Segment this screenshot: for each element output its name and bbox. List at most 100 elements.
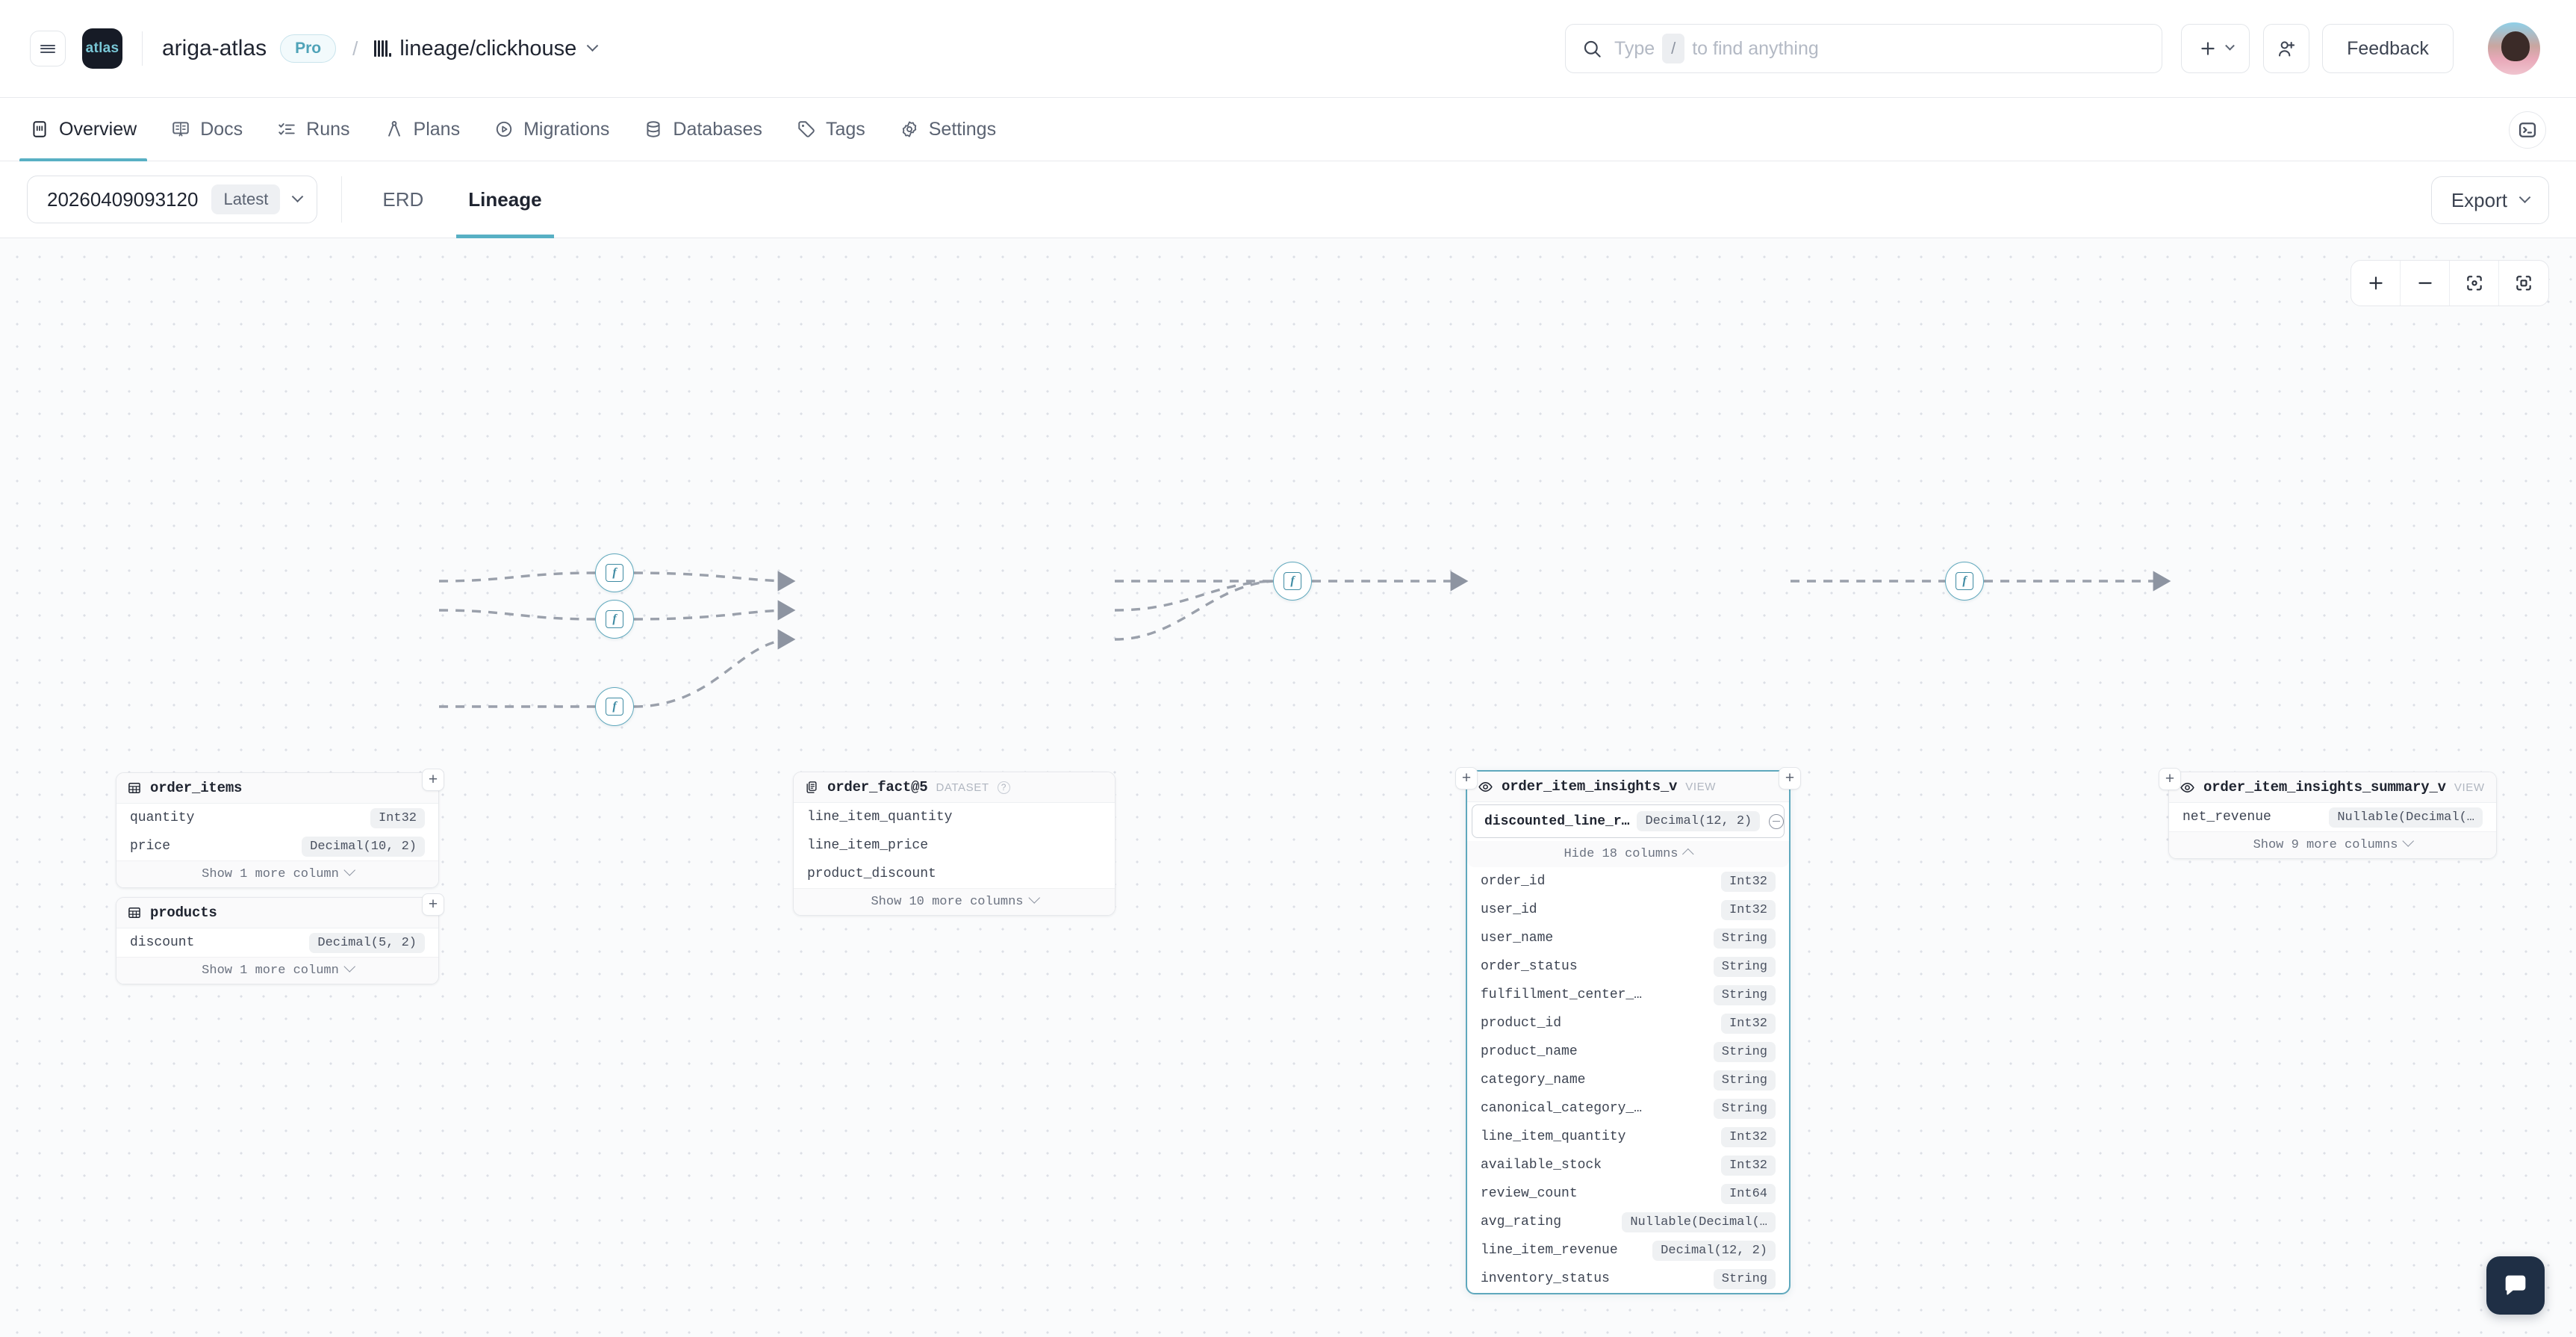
table-icon	[128, 783, 140, 793]
nav-item-runs[interactable]: Runs	[277, 98, 350, 161]
function-node-2[interactable]: f	[595, 600, 634, 639]
show-more-columns-button[interactable]: Show 1 more column	[116, 860, 438, 887]
remove-column-icon[interactable]	[1769, 813, 1785, 829]
export-button[interactable]: Export	[2430, 176, 2549, 224]
terminal-icon	[2519, 122, 2536, 137]
column-row[interactable]: price Decimal(10, 2)	[116, 832, 438, 860]
fit-selection-button[interactable]	[2499, 261, 2548, 305]
node-header[interactable]: order_item_insights_summary_v VIEW	[2169, 772, 2496, 803]
column-row[interactable]: line_item_quantity	[794, 803, 1115, 831]
chevron-down-icon	[343, 961, 355, 972]
help-icon[interactable]: ?	[997, 781, 1010, 794]
expand-node-button[interactable]: +	[422, 769, 444, 791]
lineage-node-order-fact[interactable]: order_fact@5 DATASET ? line_item_quantit…	[793, 772, 1116, 916]
column-name: user_id	[1481, 902, 1537, 917]
tab-erd[interactable]: ERD	[382, 187, 424, 211]
lineage-node-order-items[interactable]: + order_items quantity Int32 price Decim…	[116, 769, 444, 888]
column-row[interactable]: line_item_price	[794, 831, 1115, 860]
function-icon: f	[1956, 572, 1973, 590]
lineage-canvas[interactable]: + order_items quantity Int32 price Decim…	[0, 238, 2576, 1337]
column-type: Int32	[1720, 1155, 1776, 1176]
add-button[interactable]	[2181, 24, 2250, 73]
nav-item-tags[interactable]: Tags	[797, 98, 865, 161]
nav-item-docs[interactable]: Docs	[171, 98, 243, 161]
nav-item-plans[interactable]: Plans	[385, 98, 460, 161]
show-more-columns-button[interactable]: Show 9 more columns	[2169, 831, 2496, 858]
tab-lineage[interactable]: Lineage	[456, 161, 554, 238]
column-type: Decimal(10, 2)	[302, 836, 425, 857]
lineage-node-order-item-insights-v[interactable]: + + order_item_insights_v VIEW discounte…	[1455, 767, 1801, 1294]
column-type: String	[1713, 984, 1776, 1005]
feedback-button[interactable]: Feedback	[2322, 24, 2454, 73]
breadcrumb-org[interactable]: ariga-atlas	[162, 36, 267, 61]
node-header[interactable]: products	[116, 898, 438, 928]
pinned-column-row[interactable]: discounted_line_r… Decimal(12, 2)	[1472, 804, 1785, 838]
column-row[interactable]: canonical_category_…String	[1467, 1094, 1789, 1123]
show-more-columns-button[interactable]: Show 1 more column	[116, 957, 438, 984]
version-select[interactable]: 20260409093120 Latest	[27, 176, 318, 223]
node-header[interactable]: order_item_insights_v VIEW	[1467, 772, 1789, 802]
node-header[interactable]: order_fact@5 DATASET ?	[794, 772, 1115, 803]
chat-bubble-icon[interactable]	[2486, 1256, 2545, 1315]
atlas-logo[interactable]: atlas	[82, 28, 122, 69]
expand-node-button[interactable]: +	[422, 893, 444, 916]
column-name: product_name	[1481, 1044, 1578, 1059]
chevron-down-icon	[2402, 835, 2415, 847]
nav-item-migrations[interactable]: Migrations	[494, 98, 609, 161]
hamburger-icon[interactable]	[30, 31, 66, 66]
function-node-4[interactable]: f	[1273, 562, 1312, 601]
dataset-icon	[806, 781, 817, 793]
pro-badge[interactable]: Pro	[280, 34, 337, 63]
collapse-node-button[interactable]: +	[1779, 767, 1801, 790]
breadcrumb-project[interactable]: lineage/clickhouse	[399, 36, 577, 61]
version-value: 20260409093120	[47, 187, 199, 211]
lineage-node-products[interactable]: + products discount Decimal(5, 2) Show 1…	[116, 893, 444, 984]
terminal-toggle-button[interactable]	[2509, 111, 2546, 149]
nav-item-settings[interactable]: Settings	[900, 98, 996, 161]
node-header[interactable]: order_items	[116, 773, 438, 804]
function-node-5[interactable]: f	[1945, 562, 1984, 601]
nav-item-databases[interactable]: Databases	[644, 98, 762, 161]
function-icon: f	[1284, 572, 1301, 590]
expand-node-button[interactable]: +	[2159, 768, 2181, 790]
zoom-in-button[interactable]	[2351, 261, 2401, 305]
show-more-columns-button[interactable]: Show 10 more columns	[794, 888, 1115, 915]
column-row[interactable]: fulfillment_center_…String	[1467, 981, 1789, 1009]
column-row[interactable]: product_discount	[794, 860, 1115, 888]
avatar[interactable]	[2486, 21, 2542, 76]
column-row[interactable]: discount Decimal(5, 2)	[116, 928, 438, 957]
chevron-down-icon[interactable]	[587, 39, 599, 52]
column-row[interactable]: net_revenue Nullable(Decimal(…	[2169, 803, 2496, 831]
column-row[interactable]: quantity Int32	[116, 804, 438, 832]
fit-view-button[interactable]	[2450, 261, 2499, 305]
function-node-3[interactable]: f	[595, 687, 634, 726]
tags-icon	[798, 121, 815, 137]
nav-item-overview[interactable]: Overview	[19, 98, 148, 161]
focus-icon	[2466, 276, 2482, 291]
chevron-down-icon	[2224, 40, 2235, 51]
function-node-1[interactable]: f	[595, 553, 634, 592]
zoom-out-button[interactable]	[2401, 261, 2450, 305]
expand-node-button[interactable]: +	[1455, 767, 1478, 790]
invite-user-button[interactable]	[2263, 24, 2309, 73]
hide-columns-button[interactable]: Hide 18 columns	[1467, 841, 1789, 867]
lineage-node-order-item-insights-summary-v[interactable]: + order_item_insights_summary_v VIEW net…	[2159, 768, 2497, 859]
overview-icon	[33, 121, 46, 137]
canvas-controls[interactable]	[2351, 260, 2549, 306]
show-more-label: Show 10 more columns	[871, 895, 1024, 909]
column-type: Int32	[1720, 871, 1776, 892]
search-input[interactable]: Type / to find anything	[1565, 24, 2162, 73]
